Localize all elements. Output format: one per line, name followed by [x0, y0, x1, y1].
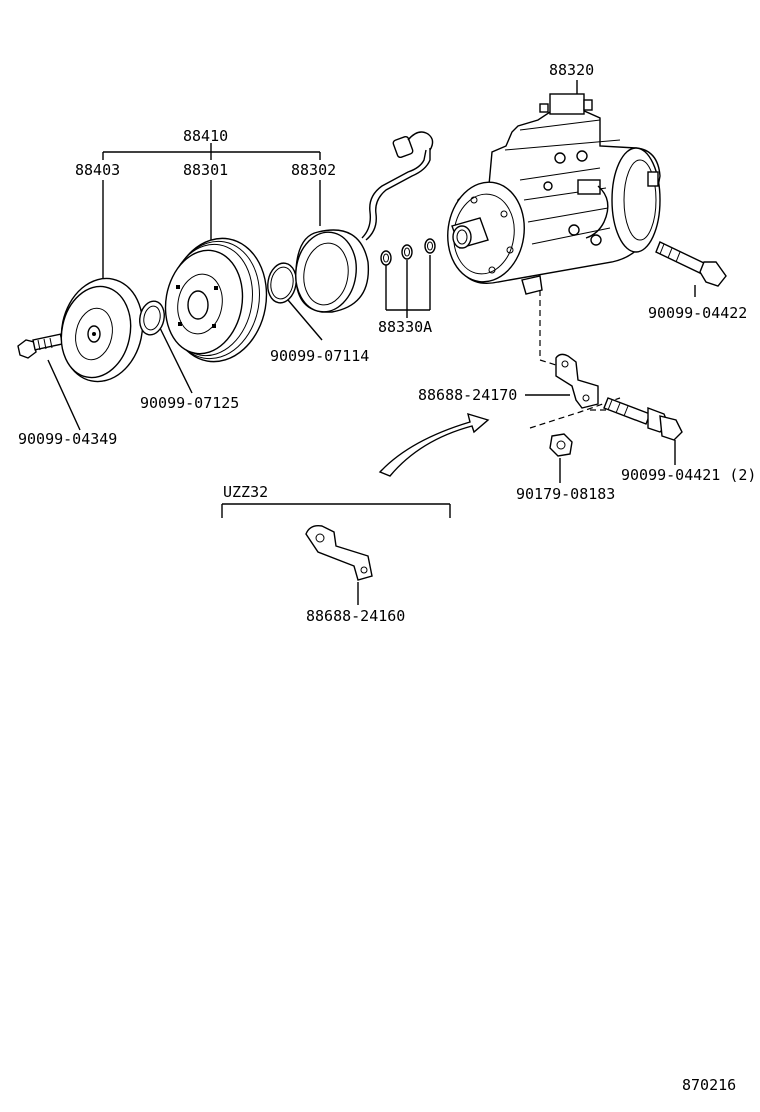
nut-drawing	[549, 433, 573, 457]
label-88302: 88302	[291, 161, 336, 179]
pressure-plate-drawing	[60, 277, 144, 383]
label-90099-04349: 90099-04349	[18, 430, 117, 448]
snap-ring-plate-drawing	[139, 300, 165, 336]
compressor-drawing	[447, 93, 661, 295]
label-90099-04421: 90099-04421 (2)	[621, 466, 756, 484]
stator-coil-drawing	[295, 131, 434, 313]
label-88403: 88403	[75, 161, 120, 179]
diagram-code: 870216	[682, 1076, 736, 1094]
label-uzz32: UZZ32	[223, 483, 268, 501]
label-90099-04422: 90099-04422	[648, 304, 747, 322]
label-88320: 88320	[549, 61, 594, 79]
bolt-lower-drawing	[603, 397, 683, 441]
bracket-main-drawing	[555, 353, 599, 409]
bolt-upper-drawing	[655, 241, 727, 287]
label-88688-24170: 88688-24170	[418, 386, 517, 404]
label-90099-07114: 90099-07114	[270, 347, 369, 365]
label-88410: 88410	[183, 127, 228, 145]
label-90179-08183: 90179-08183	[516, 485, 615, 503]
bracket-variant-drawing	[305, 524, 373, 581]
pulley-drawing	[164, 237, 268, 363]
flow-arrow	[378, 412, 490, 477]
bolt-plate-drawing	[17, 333, 64, 359]
label-90099-07125: 90099-07125	[140, 394, 239, 412]
label-88688-24160: 88688-24160	[306, 607, 405, 625]
snap-ring-pulley-drawing	[267, 262, 297, 304]
label-88330A: 88330A	[378, 318, 432, 336]
leader-lines	[47, 80, 696, 605]
label-88301: 88301	[183, 161, 228, 179]
shim-set-drawing	[380, 238, 436, 266]
